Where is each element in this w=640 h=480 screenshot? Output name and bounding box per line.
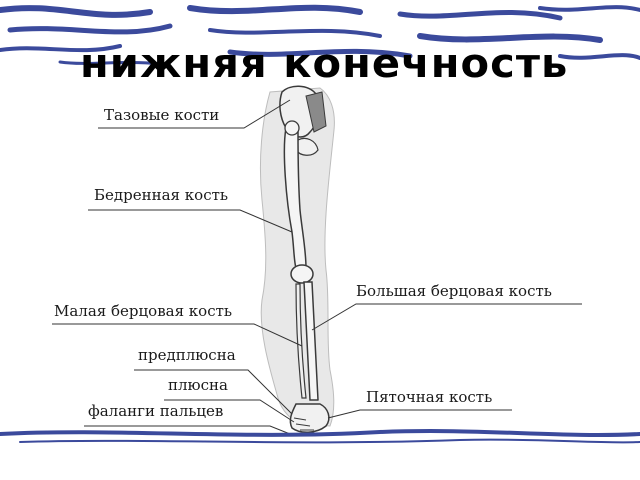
leader-femur xyxy=(88,209,293,233)
label-phalanges: фаланги пальцев xyxy=(88,402,224,420)
label-tarsus: предплюсна xyxy=(138,346,236,364)
leader-fibula xyxy=(52,323,303,347)
label-pelvis: Тазовые кости xyxy=(104,106,220,124)
label-metatarsus: плюсна xyxy=(168,376,228,394)
decorative-bottom-strokes xyxy=(0,429,640,444)
fibula-bone xyxy=(295,283,307,399)
label-calcaneus: Пяточная кость xyxy=(366,388,493,406)
leader-calcaneus xyxy=(327,409,512,419)
leader-tarsus xyxy=(134,369,293,415)
leader-metatarsus xyxy=(164,399,295,423)
leader-pelvis xyxy=(98,99,291,129)
leader-phalanges xyxy=(84,425,291,435)
slide-title: нижняя конечность xyxy=(80,41,569,87)
label-fibula: Малая берцовая кость xyxy=(54,302,233,320)
knee-joint xyxy=(290,264,314,284)
leader-tibia xyxy=(311,303,582,331)
tibia-bone xyxy=(303,281,319,401)
foot-bones xyxy=(289,403,330,433)
decorative-top-strokes xyxy=(0,4,640,66)
label-tibia: Большая берцовая кость xyxy=(356,282,552,300)
label-femur: Бедренная кость xyxy=(94,186,229,204)
